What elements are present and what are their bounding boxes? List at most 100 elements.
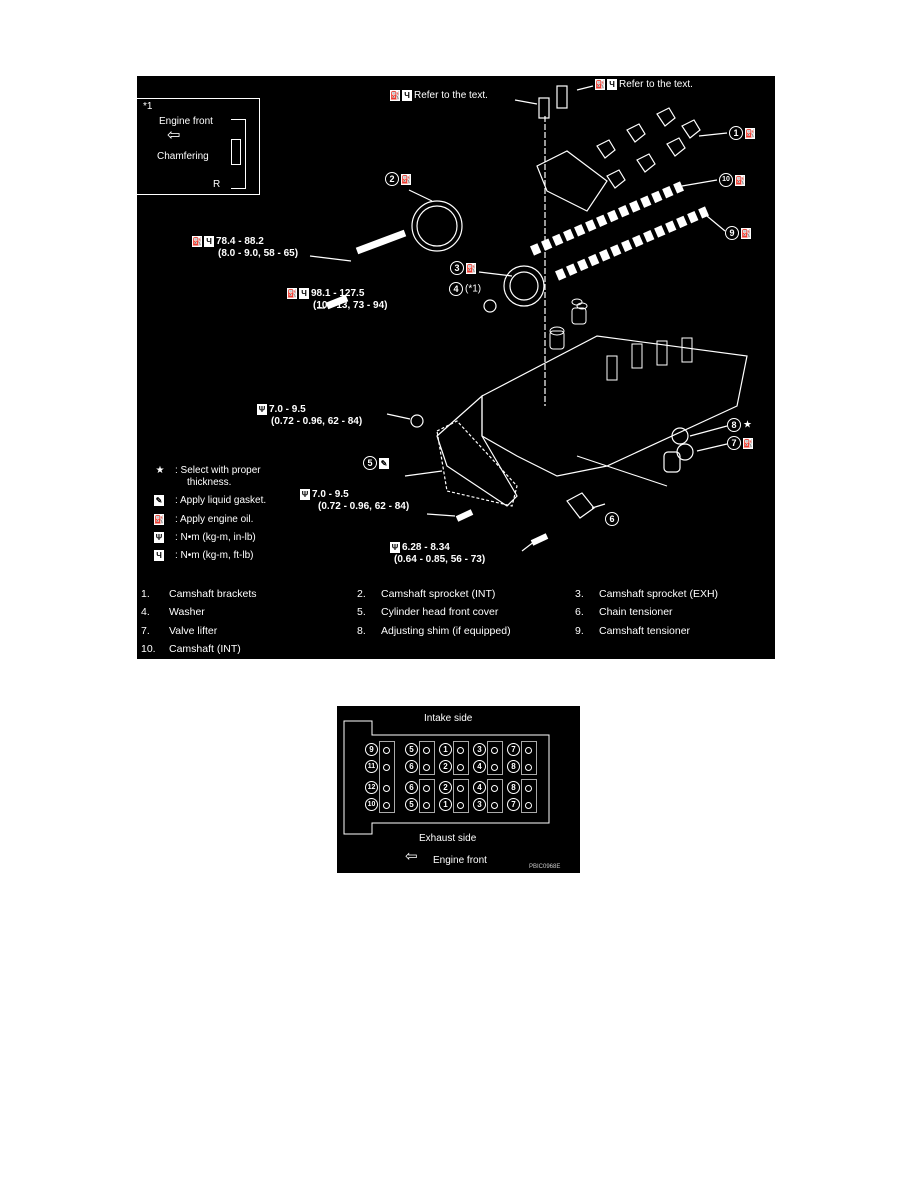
part-callout-6: 6 <box>605 512 621 526</box>
arrow-left-icon: ⇦ <box>405 848 418 865</box>
bolt-hole <box>383 764 390 771</box>
bolt-order-number: 4 <box>473 760 486 773</box>
bolt-hole <box>423 802 430 809</box>
bolt-order-number: 7 <box>507 743 520 756</box>
bolt-hole <box>423 785 430 792</box>
bolt-hole <box>383 785 390 792</box>
engine-oil-icon: ⛽ <box>401 173 411 185</box>
bolt-order-number: 4 <box>473 781 486 794</box>
torque-inlb-icon: Ψ <box>257 404 267 415</box>
bolt-order-number: 3 <box>473 798 486 811</box>
legend-torque-inlb: Ψ: N•m (kg-m, in-lb) <box>154 532 256 544</box>
bolt-order-number: 9 <box>365 743 378 756</box>
bolt-order-number: 2 <box>439 781 452 794</box>
torque-ftlb-icon: Ч <box>204 236 214 247</box>
part-callout-3: 3⛽ <box>450 261 478 275</box>
parts-list-item: 2.Camshaft sprocket (INT) <box>357 588 496 600</box>
parts-list-item: 5.Cylinder head front cover <box>357 606 499 618</box>
engine-oil-icon: ⛽ <box>466 262 476 274</box>
bolt-order-number: 8 <box>507 781 520 794</box>
torque-ftlb-icon: Ч <box>607 79 617 90</box>
parts-list-item: 3.Camshaft sprocket (EXH) <box>575 588 719 600</box>
parts-list-item: 10.Camshaft (INT) <box>141 643 241 655</box>
part-callout-5: 5✎ <box>363 456 391 470</box>
engine-oil-icon: ⛽ <box>390 90 400 101</box>
inset-engine-front: Engine front <box>159 116 213 127</box>
camshaft-bracket <box>419 741 435 775</box>
legend-torque-ftlb: Ч: N•m (kg-m, ft-lb) <box>145 550 254 562</box>
intake-side-label: Intake side <box>424 713 473 724</box>
bolt-order-number: 8 <box>507 760 520 773</box>
camshaft-bracket <box>521 741 537 775</box>
camshaft-bracket <box>379 741 395 813</box>
camshaft-bracket <box>419 779 435 813</box>
bolt-order-number: 1 <box>439 798 452 811</box>
bolt-hole <box>491 785 498 792</box>
engine-oil-icon: ⛽ <box>595 79 605 90</box>
bolt-order-number: 10 <box>365 798 378 811</box>
bolt-hole <box>423 764 430 771</box>
bolt-order-number: 1 <box>439 743 452 756</box>
inset-r: R <box>213 179 221 190</box>
engine-oil-icon: ⛽ <box>287 288 297 299</box>
bolt-order-number: 3 <box>473 743 486 756</box>
engine-oil-icon: ⛽ <box>743 437 753 449</box>
parts-list-item: 9.Camshaft tensioner <box>575 625 691 637</box>
camshaft-brackets <box>536 107 701 212</box>
legend-liquid-gasket: ✎: Apply liquid gasket. <box>154 495 267 507</box>
part-callout-4: 4(*1) <box>449 282 481 296</box>
camshaft-bracket <box>453 741 469 775</box>
part-callout-2: 2⛽ <box>385 172 413 186</box>
bolt-hole <box>383 802 390 809</box>
part-callout-10: 10⛽ <box>719 173 747 187</box>
parts-list-item: 8.Adjusting shim (if equipped) <box>357 625 511 637</box>
liquid-gasket-icon: ✎ <box>379 457 389 469</box>
torque-ftlb-icon: Ч <box>299 288 309 299</box>
legend-engine-oil: ⛽: Apply engine oil. <box>154 514 254 526</box>
bolt-order-number: 5 <box>405 798 418 811</box>
torque-inlb-icon: Ψ <box>390 542 400 553</box>
arrow-left-icon: ⇦ <box>167 127 181 144</box>
chamfer-inset: *1 Engine front ⇦ Chamfering R <box>137 98 260 195</box>
parts-list-item: 4.Washer <box>141 606 205 618</box>
bolt-hole <box>457 747 464 754</box>
camshaft-bracket <box>487 741 503 775</box>
bolt-hole <box>525 802 532 809</box>
part-callout-9: 9⛽ <box>725 226 753 240</box>
camshaft-bracket <box>487 779 503 813</box>
bolt-order-number: 11 <box>365 760 378 773</box>
bolt-hole <box>457 764 464 771</box>
bolt-order-number: 6 <box>405 781 418 794</box>
exhaust-side-label: Exhaust side <box>419 833 477 844</box>
bolt-hole <box>491 764 498 771</box>
bolt-order-number: 5 <box>405 743 418 756</box>
parts-list-item: 1.Camshaft brackets <box>141 588 257 600</box>
engine-oil-icon: ⛽ <box>154 514 164 525</box>
inset-chamfering: Chamfering <box>157 151 209 162</box>
torque-ftlb-icon: Ч <box>154 550 164 561</box>
inset-ref: *1 <box>143 101 153 112</box>
parts-list-item: 6.Chain tensioner <box>575 606 673 618</box>
bolt-hole <box>383 747 390 754</box>
camshaft-bracket <box>521 779 537 813</box>
star-icon: ★ <box>743 419 752 431</box>
engine-oil-icon: ⛽ <box>192 236 202 247</box>
torque-ftlb-icon: Ч <box>402 90 412 101</box>
bolt-hole <box>423 747 430 754</box>
part-callout-7: 7⛽ <box>727 436 755 450</box>
bolt-hole <box>525 785 532 792</box>
liquid-gasket-icon: ✎ <box>154 495 164 506</box>
parts-list-item: 7.Valve lifter <box>141 625 218 637</box>
bolt-hole <box>491 802 498 809</box>
part-callout-1: 1⛽ <box>729 126 757 140</box>
bolt-order-number: 6 <box>405 760 418 773</box>
engine-oil-icon: ⛽ <box>745 127 755 139</box>
